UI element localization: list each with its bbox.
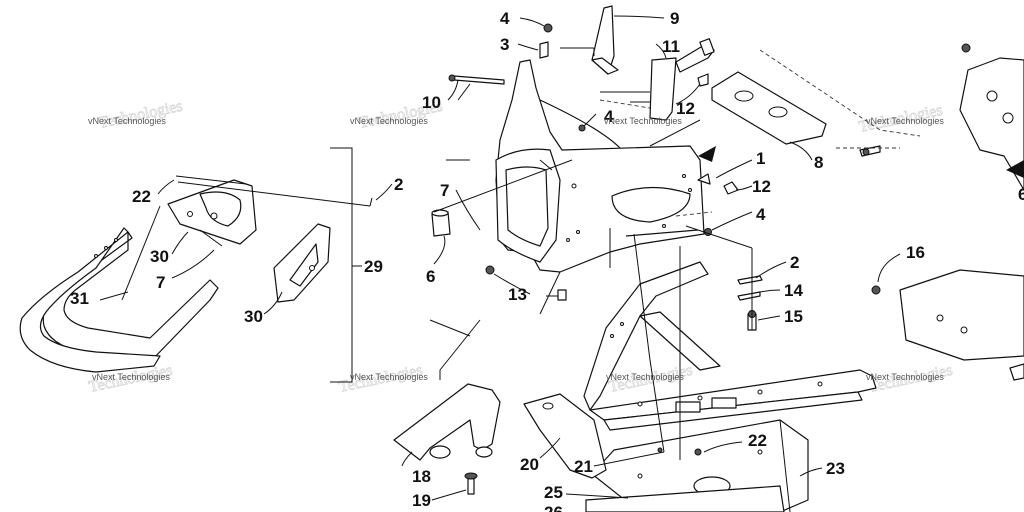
grommet-6 — [431, 209, 451, 237]
fasteners-14-15 — [737, 275, 763, 331]
callout-16: 16 — [906, 243, 925, 262]
callout-12a: 12 — [676, 99, 695, 118]
callout-15: 15 — [784, 307, 803, 326]
callout-2a: 2 — [394, 175, 403, 194]
callout-9: 9 — [670, 9, 679, 28]
watermark-6: vNext Technologies — [350, 372, 428, 382]
watermark-text: vNext Technologies vNext Technologies vN… — [88, 116, 944, 382]
callout-30a: 30 — [150, 247, 169, 266]
watermark-2: vNext Technologies — [350, 116, 428, 126]
callout-4c: 4 — [756, 205, 766, 224]
svg-text:Technologies: Technologies — [97, 98, 184, 132]
callout-19: 19 — [412, 491, 431, 510]
watermark-7: vNext Technologies — [606, 372, 684, 382]
callout-30b: 30 — [244, 307, 263, 326]
callout-10: 10 — [422, 93, 441, 112]
callout-4a: 4 — [500, 9, 510, 28]
watermark-4: vNext Technologies — [866, 116, 944, 126]
callout-13: 13 — [508, 285, 527, 304]
callout-7a: 7 — [440, 181, 449, 200]
callout-18: 18 — [412, 467, 431, 486]
arrow-pointer-right — [1006, 160, 1024, 178]
bumper-31 — [19, 227, 219, 373]
callout-12b: 12 — [752, 177, 771, 196]
bumper-bracket-30-upper — [167, 179, 257, 245]
callout-26: 26 — [544, 503, 563, 512]
callout-labels: 4 9 3 11 10 12 4 7 2 22 1 12 8 4 30 7 29… — [70, 9, 1024, 512]
callout-11: 11 — [662, 37, 680, 56]
callout-8: 8 — [814, 153, 823, 172]
callout-2b: 2 — [790, 253, 799, 272]
spindle-18 — [393, 383, 501, 461]
fasteners-top — [448, 23, 739, 236]
plate-26 — [585, 485, 785, 512]
bracket-20 — [523, 393, 607, 479]
callout-31: 31 — [70, 289, 89, 308]
right-assembly — [871, 43, 1024, 381]
plate-9 — [591, 5, 619, 75]
callout-1: 1 — [756, 149, 765, 168]
plate-8 — [711, 71, 827, 145]
fastener-13a — [485, 265, 495, 275]
callout-6b: 6 — [1018, 185, 1024, 204]
callout-14: 14 — [784, 281, 803, 300]
bracket-11 — [649, 38, 715, 121]
callout-25: 25 — [544, 483, 563, 502]
dashed-guides — [599, 49, 921, 217]
callout-3: 3 — [500, 35, 509, 54]
watermark-3: vNext Technologies — [604, 116, 682, 126]
arrow-pointer-left — [698, 146, 716, 162]
leader-lines — [99, 47, 791, 512]
callout-7b: 7 — [156, 273, 165, 292]
group-bracket-29 — [330, 147, 353, 383]
callout-leaders — [157, 15, 901, 501]
watermark-5: vNext Technologies — [92, 372, 170, 382]
callout-6: 6 — [426, 267, 435, 286]
callout-4b: 4 — [604, 107, 614, 126]
callout-22a: 22 — [132, 187, 151, 206]
frame-23 — [583, 261, 877, 431]
callout-21: 21 — [574, 457, 593, 476]
callout-20: 20 — [520, 455, 539, 474]
callout-29: 29 — [364, 257, 383, 276]
bumper-bracket-30-lower — [273, 223, 331, 303]
callout-22b: 22 — [748, 431, 767, 450]
watermark-8: vNext Technologies — [866, 372, 944, 382]
callout-23: 23 — [826, 459, 845, 478]
front-bulkhead-1 — [495, 59, 705, 273]
watermark-1: vNext Technologies — [88, 116, 166, 126]
